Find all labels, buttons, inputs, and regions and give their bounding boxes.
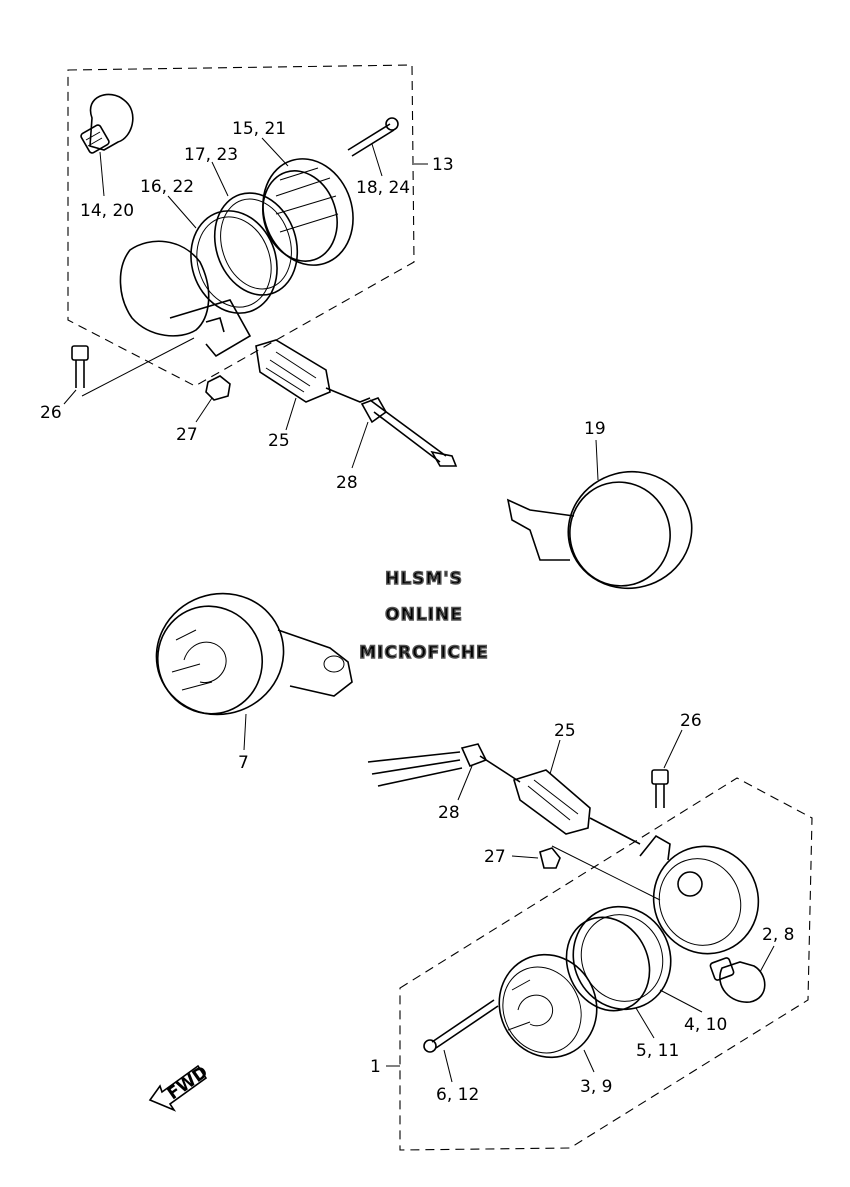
screw-part-18-24 <box>347 117 399 157</box>
leader-26-bottom <box>663 729 683 769</box>
callout-1: 1 <box>370 1057 381 1077</box>
lens-part-3-9 <box>498 953 598 1059</box>
leader-4-10 <box>659 989 703 1013</box>
callout-27-top: 27 <box>176 425 198 445</box>
fwd-label: FWD <box>164 1062 212 1104</box>
screw-part-6-12 <box>423 999 499 1053</box>
callout-6-12: 6, 12 <box>436 1085 479 1105</box>
watermark-line-3: MICROFICHE <box>359 643 489 663</box>
leader-2-8 <box>759 945 775 973</box>
leader-16-22 <box>167 195 197 229</box>
leader-28-top <box>351 421 369 469</box>
callout-27-bottom: 27 <box>484 847 506 867</box>
callout-25-top: 25 <box>268 431 290 451</box>
leader-26-top-line <box>81 337 195 397</box>
leader-7 <box>243 713 247 751</box>
callout-5-11: 5, 11 <box>636 1041 679 1061</box>
callout-28-bottom: 28 <box>438 803 460 823</box>
callout-15-21: 15, 21 <box>232 119 286 139</box>
leader-27-bottom-line <box>551 845 661 901</box>
leader-17-23 <box>211 161 229 197</box>
socket-part-25 <box>255 339 458 467</box>
callout-13: 13 <box>432 155 454 175</box>
leader-25-bottom <box>549 739 561 775</box>
leader-3-9 <box>583 1049 595 1073</box>
leader-6-12 <box>443 1049 453 1083</box>
assembly-13 <box>63 64 458 469</box>
callout-19: 19 <box>584 419 606 439</box>
assembly-1 <box>367 729 813 1151</box>
bulb-part-14-20 <box>80 93 134 154</box>
assembly-13-boundary <box>67 64 415 387</box>
leader-5-11 <box>635 1007 655 1039</box>
watermark-line-1: HLSM'S <box>385 569 463 589</box>
callout-labels: 15, 21 17, 23 16, 22 13 18, 24 14, 20 26… <box>40 119 794 1105</box>
callout-17-23: 17, 23 <box>184 145 238 165</box>
callout-7: 7 <box>238 753 249 773</box>
assembly-1-boundary <box>399 777 813 1151</box>
bolt-part-26-top <box>71 345 89 388</box>
callout-4-10: 4, 10 <box>684 1015 727 1035</box>
gasket-part-5-11 <box>565 916 651 1012</box>
gasket-part-17-23 <box>213 192 299 296</box>
lens-part-15-21 <box>262 158 354 266</box>
bolt-part-26-bottom <box>651 769 669 808</box>
nut-part-27-top <box>205 375 231 401</box>
fwd-arrow-icon: FWD <box>148 1062 212 1112</box>
callout-26-top: 26 <box>40 403 62 423</box>
leader-26-top <box>63 389 77 405</box>
callout-28-top: 28 <box>336 473 358 493</box>
assembly-19 <box>506 439 693 590</box>
watermark-line-2: ONLINE <box>385 605 463 625</box>
leader-19 <box>595 439 599 481</box>
callout-14-20: 14, 20 <box>80 201 134 221</box>
rim-part-4-10 <box>572 905 672 1011</box>
watermark: HLSM'S ONLINE MICROFICHE <box>359 568 489 663</box>
leader-14-20 <box>99 151 105 197</box>
rim-part-16-22 <box>190 210 278 314</box>
callout-2-8: 2, 8 <box>762 925 794 945</box>
grommet-part-28-top <box>360 397 388 424</box>
callout-25-bottom: 25 <box>554 721 576 741</box>
wire-harness-bottom <box>367 743 521 787</box>
callout-16-22: 16, 22 <box>140 177 194 197</box>
housing-bottom <box>639 834 760 955</box>
callout-18-24: 18, 24 <box>356 178 410 198</box>
leader-27-bottom <box>511 855 539 859</box>
leader-15-21 <box>261 137 289 167</box>
housing-body <box>119 240 252 358</box>
callout-26-bottom: 26 <box>680 711 702 731</box>
nut-part-27-bottom <box>539 847 561 869</box>
bulb-part-2-8 <box>709 957 766 1003</box>
leader-28-bottom <box>457 765 473 801</box>
socket-part-25-bottom <box>513 769 641 845</box>
leader-25-top <box>285 397 297 431</box>
leader-18-24 <box>371 143 383 177</box>
assembly-7 <box>155 592 353 751</box>
callout-3-9: 3, 9 <box>580 1077 612 1097</box>
leader-27-top <box>195 397 213 423</box>
